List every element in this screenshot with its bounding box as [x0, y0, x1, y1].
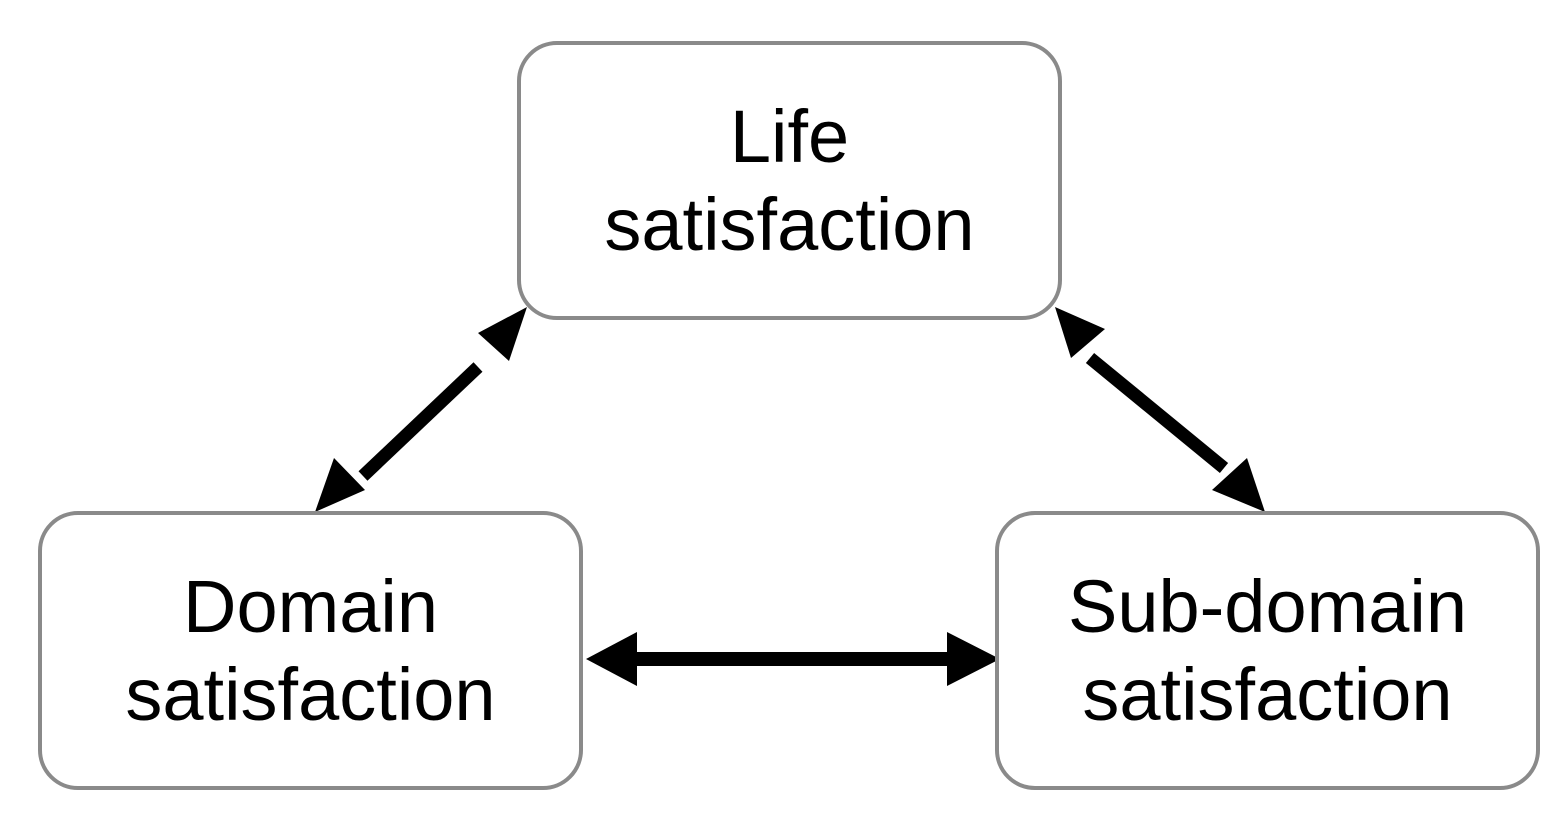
- node-label-line1: Life: [729, 94, 850, 178]
- node-label-line2: satisfaction: [1082, 652, 1453, 736]
- node-label-line2: satisfaction: [125, 652, 496, 736]
- node-label-line1: Sub-domain: [1067, 564, 1467, 648]
- arrowhead-domain-end: [315, 458, 365, 512]
- arrowhead-domain-end: [586, 632, 637, 686]
- arrowhead-subdomain-end: [947, 632, 1000, 686]
- node-subdomain-satisfaction: Sub-domain satisfaction: [995, 511, 1540, 790]
- arrowhead-life-end: [478, 307, 527, 361]
- node-label-line2: satisfaction: [604, 182, 975, 266]
- arrowhead-subdomain-end: [1212, 458, 1265, 512]
- arrow-life-subdomain: [1055, 307, 1265, 512]
- arrowhead-life-end: [1055, 307, 1105, 358]
- arrow-life-domain: [315, 307, 527, 512]
- node-label-line1: Domain: [183, 564, 438, 648]
- node-domain-satisfaction: Domain satisfaction: [38, 511, 583, 790]
- arrow-domain-subdomain: [586, 632, 1000, 686]
- node-life-satisfaction: Life satisfaction: [517, 41, 1062, 320]
